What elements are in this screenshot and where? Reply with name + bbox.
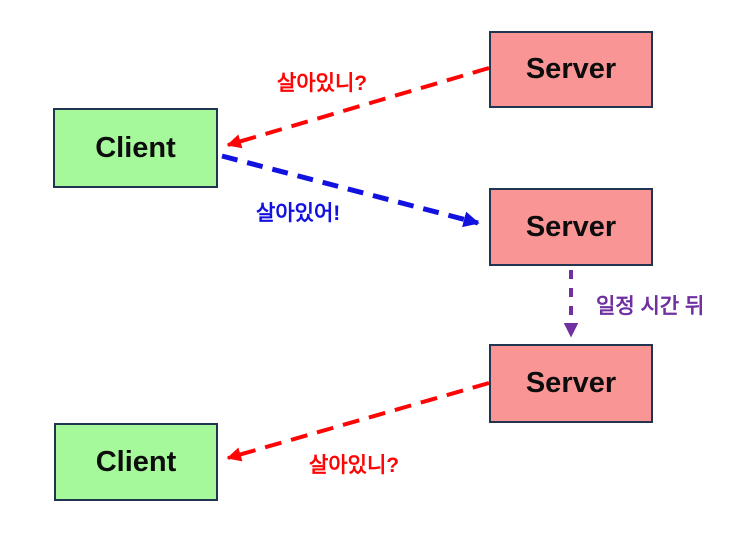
edge-server-top-to-client-top bbox=[226, 66, 490, 149]
edge-label-after-time: 일정 시간 뒤 bbox=[596, 295, 705, 318]
edge-label-alive-question-top: 살아있니? bbox=[277, 72, 368, 95]
edge-client-top-to-server-middle bbox=[221, 153, 480, 228]
edge-label-alive-answer: 살아있어! bbox=[256, 202, 341, 225]
node-client-bottom: Client bbox=[54, 423, 218, 501]
edge-server-bottom-to-client-bottom bbox=[226, 381, 490, 462]
node-server-top: Server bbox=[489, 31, 653, 108]
node-server-bottom-label: Server bbox=[525, 367, 617, 399]
node-server-bottom: Server bbox=[489, 344, 653, 423]
node-client-top-label: Client bbox=[95, 131, 176, 164]
node-server-middle: Server bbox=[489, 188, 653, 266]
edge-label-alive-question-bottom: 살아있니? bbox=[309, 454, 400, 477]
node-server-middle-label: Server bbox=[525, 210, 617, 243]
node-server-top-label: Server bbox=[525, 53, 617, 85]
node-client-top: Client bbox=[53, 108, 218, 188]
node-client-bottom-label: Client bbox=[95, 445, 177, 478]
